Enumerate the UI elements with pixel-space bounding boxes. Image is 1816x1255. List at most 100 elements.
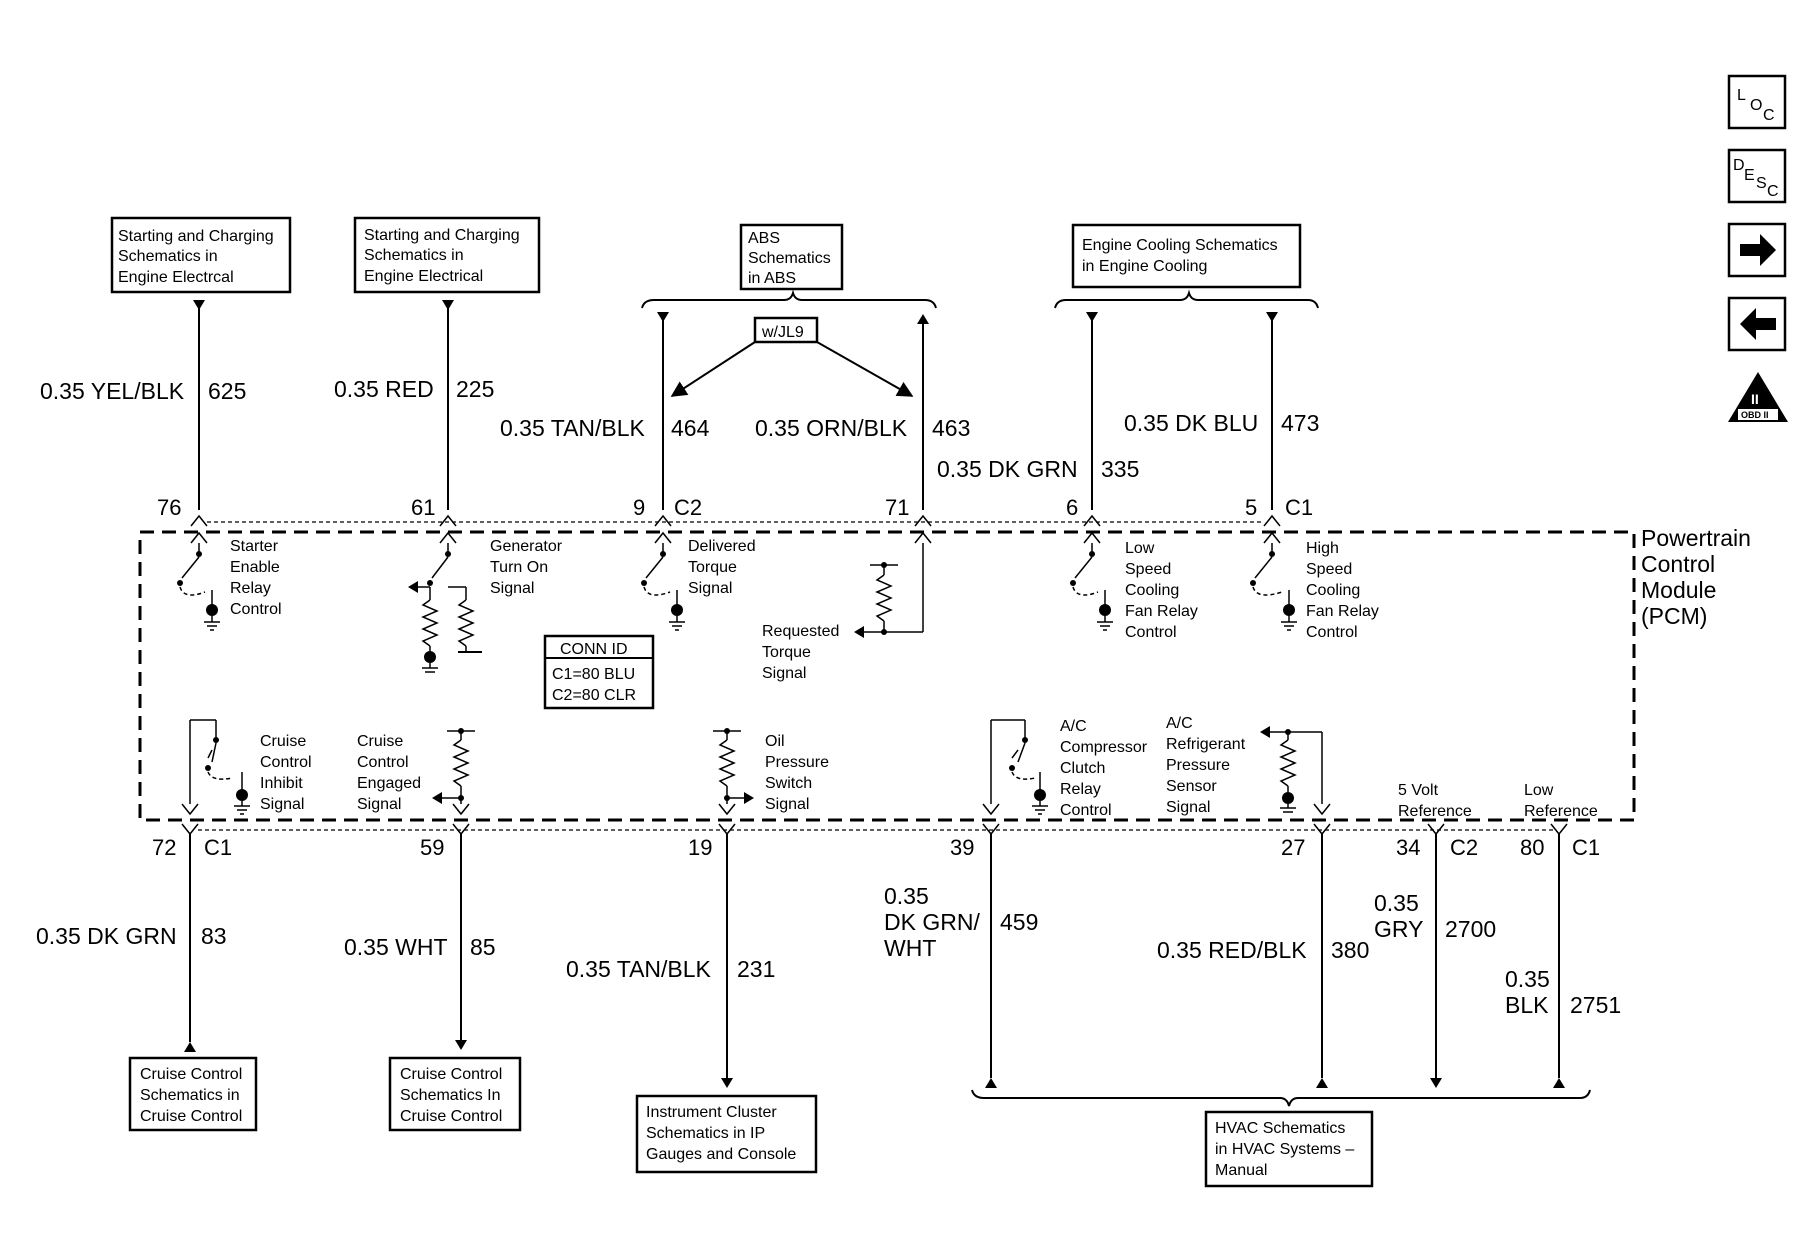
desc-letter-c: C xyxy=(1767,183,1779,200)
signal-label: 5 Volt xyxy=(1398,782,1439,799)
cruise-engaged-input xyxy=(432,728,475,816)
signal-label: Signal xyxy=(762,665,806,682)
signal-label: Refrigerant xyxy=(1166,736,1246,753)
ref-box-abs[interactable]: ABS Schematics in ABS xyxy=(739,223,844,291)
pcm-label: Powertrain xyxy=(1641,525,1751,551)
pin-number: 71 xyxy=(885,495,909,520)
ref-box-instrument-cluster[interactable]: Instrument Cluster Schematics in IP Gaug… xyxy=(635,1094,818,1174)
ref-line: in Engine Cooling xyxy=(1082,258,1207,275)
signal-label: Fan Relay xyxy=(1306,603,1379,620)
signal-label: Relay xyxy=(230,580,271,597)
obd-label: OBD II xyxy=(1741,410,1769,420)
ac-pressure-sensor-input xyxy=(1260,726,1331,816)
wire-spec: 0.35 xyxy=(1374,890,1419,916)
ref-line: Schematics In xyxy=(400,1087,500,1104)
ref-box-cruise-inhibit[interactable]: Cruise Control Schematics in Cruise Cont… xyxy=(128,1056,258,1132)
wire-spec: 0.35 WHT xyxy=(344,934,448,960)
wire-spec: BLK xyxy=(1505,992,1549,1018)
signal-label: Cooling xyxy=(1125,582,1179,599)
signal-label: Enable xyxy=(230,559,280,576)
wire-spec: 0.35 xyxy=(884,883,929,909)
ref-line: Schematics in xyxy=(364,247,464,264)
desc-nav-button[interactable]: D E S C xyxy=(1727,148,1787,204)
ref-line: Cruise Control xyxy=(400,1066,502,1083)
pin-number: 80 xyxy=(1520,835,1544,860)
ref-line: Starting and Charging xyxy=(118,228,274,245)
signal-label: Cruise xyxy=(260,733,306,750)
signal-label: Compressor xyxy=(1060,739,1148,756)
circuit-number: 335 xyxy=(1101,456,1139,482)
circuit-number: 464 xyxy=(671,415,710,441)
ref-box-cooling[interactable]: Engine Cooling Schematics in Engine Cool… xyxy=(1071,223,1302,289)
loc-letter-o: O xyxy=(1750,97,1762,114)
wire-spec: 0.35 TAN/BLK xyxy=(566,956,712,982)
pin-number: 59 xyxy=(420,835,444,860)
signal-label: Torque xyxy=(688,559,737,576)
pin-number: 19 xyxy=(688,835,712,860)
delivered-torque-driver xyxy=(641,531,685,631)
signal-label: Reference xyxy=(1398,803,1472,820)
circuit-number: 459 xyxy=(1000,909,1038,935)
circuit-number: 473 xyxy=(1281,410,1319,436)
wire-spec: GRY xyxy=(1374,916,1423,942)
signal-label: Torque xyxy=(762,644,811,661)
right-arrow-icon xyxy=(1740,234,1776,266)
left-arrow-icon xyxy=(1740,308,1776,340)
wire-spec: 0.35 ORN/BLK xyxy=(755,415,908,441)
circuit-number: 380 xyxy=(1331,937,1369,963)
pcm-boundary xyxy=(138,530,1636,822)
signal-label: Pressure xyxy=(765,754,829,771)
abs-brace xyxy=(641,289,937,309)
pin-number: 34 xyxy=(1396,835,1420,860)
loc-letter-c: C xyxy=(1763,107,1775,124)
signal-label: Signal xyxy=(688,580,732,597)
wire-spec: 0.35 RED/BLK xyxy=(1157,937,1307,963)
wire-spec: DK GRN/ xyxy=(884,909,980,935)
signal-label: Requested xyxy=(762,623,839,640)
ref-line: Cruise Control xyxy=(140,1066,242,1083)
pin-number: 27 xyxy=(1281,835,1305,860)
connector-id-box: CONN ID C1=80 BLU C2=80 CLR xyxy=(543,634,655,710)
ref-box-hvac[interactable]: HVAC Schematics in HVAC Systems – Manual xyxy=(1204,1110,1374,1188)
option-box-jl9 xyxy=(753,316,819,344)
pin-number: 39 xyxy=(950,835,974,860)
connector-id: C1 xyxy=(1285,495,1313,520)
ref-box-cruise-engaged[interactable]: Cruise Control Schematics In Cruise Cont… xyxy=(388,1056,522,1132)
obd-ii-button[interactable]: II OBD II xyxy=(1728,372,1788,422)
ref-box-generator[interactable]: Starting and Charging Schematics in Engi… xyxy=(353,216,541,294)
ref-line: Schematics xyxy=(748,250,831,267)
pin-number: 76 xyxy=(157,495,181,520)
wire-spec: 0.35 RED xyxy=(334,376,434,402)
ref-line: in HVAC Systems – xyxy=(1215,1141,1354,1158)
previous-page-button[interactable] xyxy=(1727,296,1787,352)
signal-label: Signal xyxy=(765,796,809,813)
signal-label: Delivered xyxy=(688,538,756,555)
ref-line: Manual xyxy=(1215,1162,1267,1179)
ref-line: Cruise Control xyxy=(140,1108,242,1125)
connector-id: C2 xyxy=(674,495,702,520)
signal-label: Speed xyxy=(1306,561,1352,578)
signal-label: Low xyxy=(1125,540,1155,557)
ref-box-starter[interactable]: Starting and Charging Schematics in Engi… xyxy=(110,216,292,294)
connector-id: C1 xyxy=(204,835,232,860)
loc-nav-button[interactable]: L O C xyxy=(1727,74,1787,130)
ref-line: Cruise Control xyxy=(400,1108,502,1125)
pin-number: 9 xyxy=(633,495,645,520)
wire-spec: WHT xyxy=(884,935,936,961)
pcm-label: Module xyxy=(1641,577,1716,603)
pcm-label: Control xyxy=(1641,551,1715,577)
next-page-button[interactable] xyxy=(1727,222,1787,278)
circuit-number: 85 xyxy=(470,934,496,960)
ref-line: Starting and Charging xyxy=(364,227,520,244)
ref-line: Engine Electrcal xyxy=(118,269,234,286)
signal-label: A/C xyxy=(1166,715,1193,732)
signal-label: Signal xyxy=(357,796,401,813)
signal-label: Turn On xyxy=(490,559,548,576)
pin-number: 72 xyxy=(152,835,176,860)
cooling-brace xyxy=(1054,289,1319,309)
ref-line: ABS xyxy=(748,230,780,247)
signal-label: Control xyxy=(260,754,312,771)
signal-label: Control xyxy=(1125,624,1177,641)
wire-spec: 0.35 xyxy=(1505,966,1550,992)
